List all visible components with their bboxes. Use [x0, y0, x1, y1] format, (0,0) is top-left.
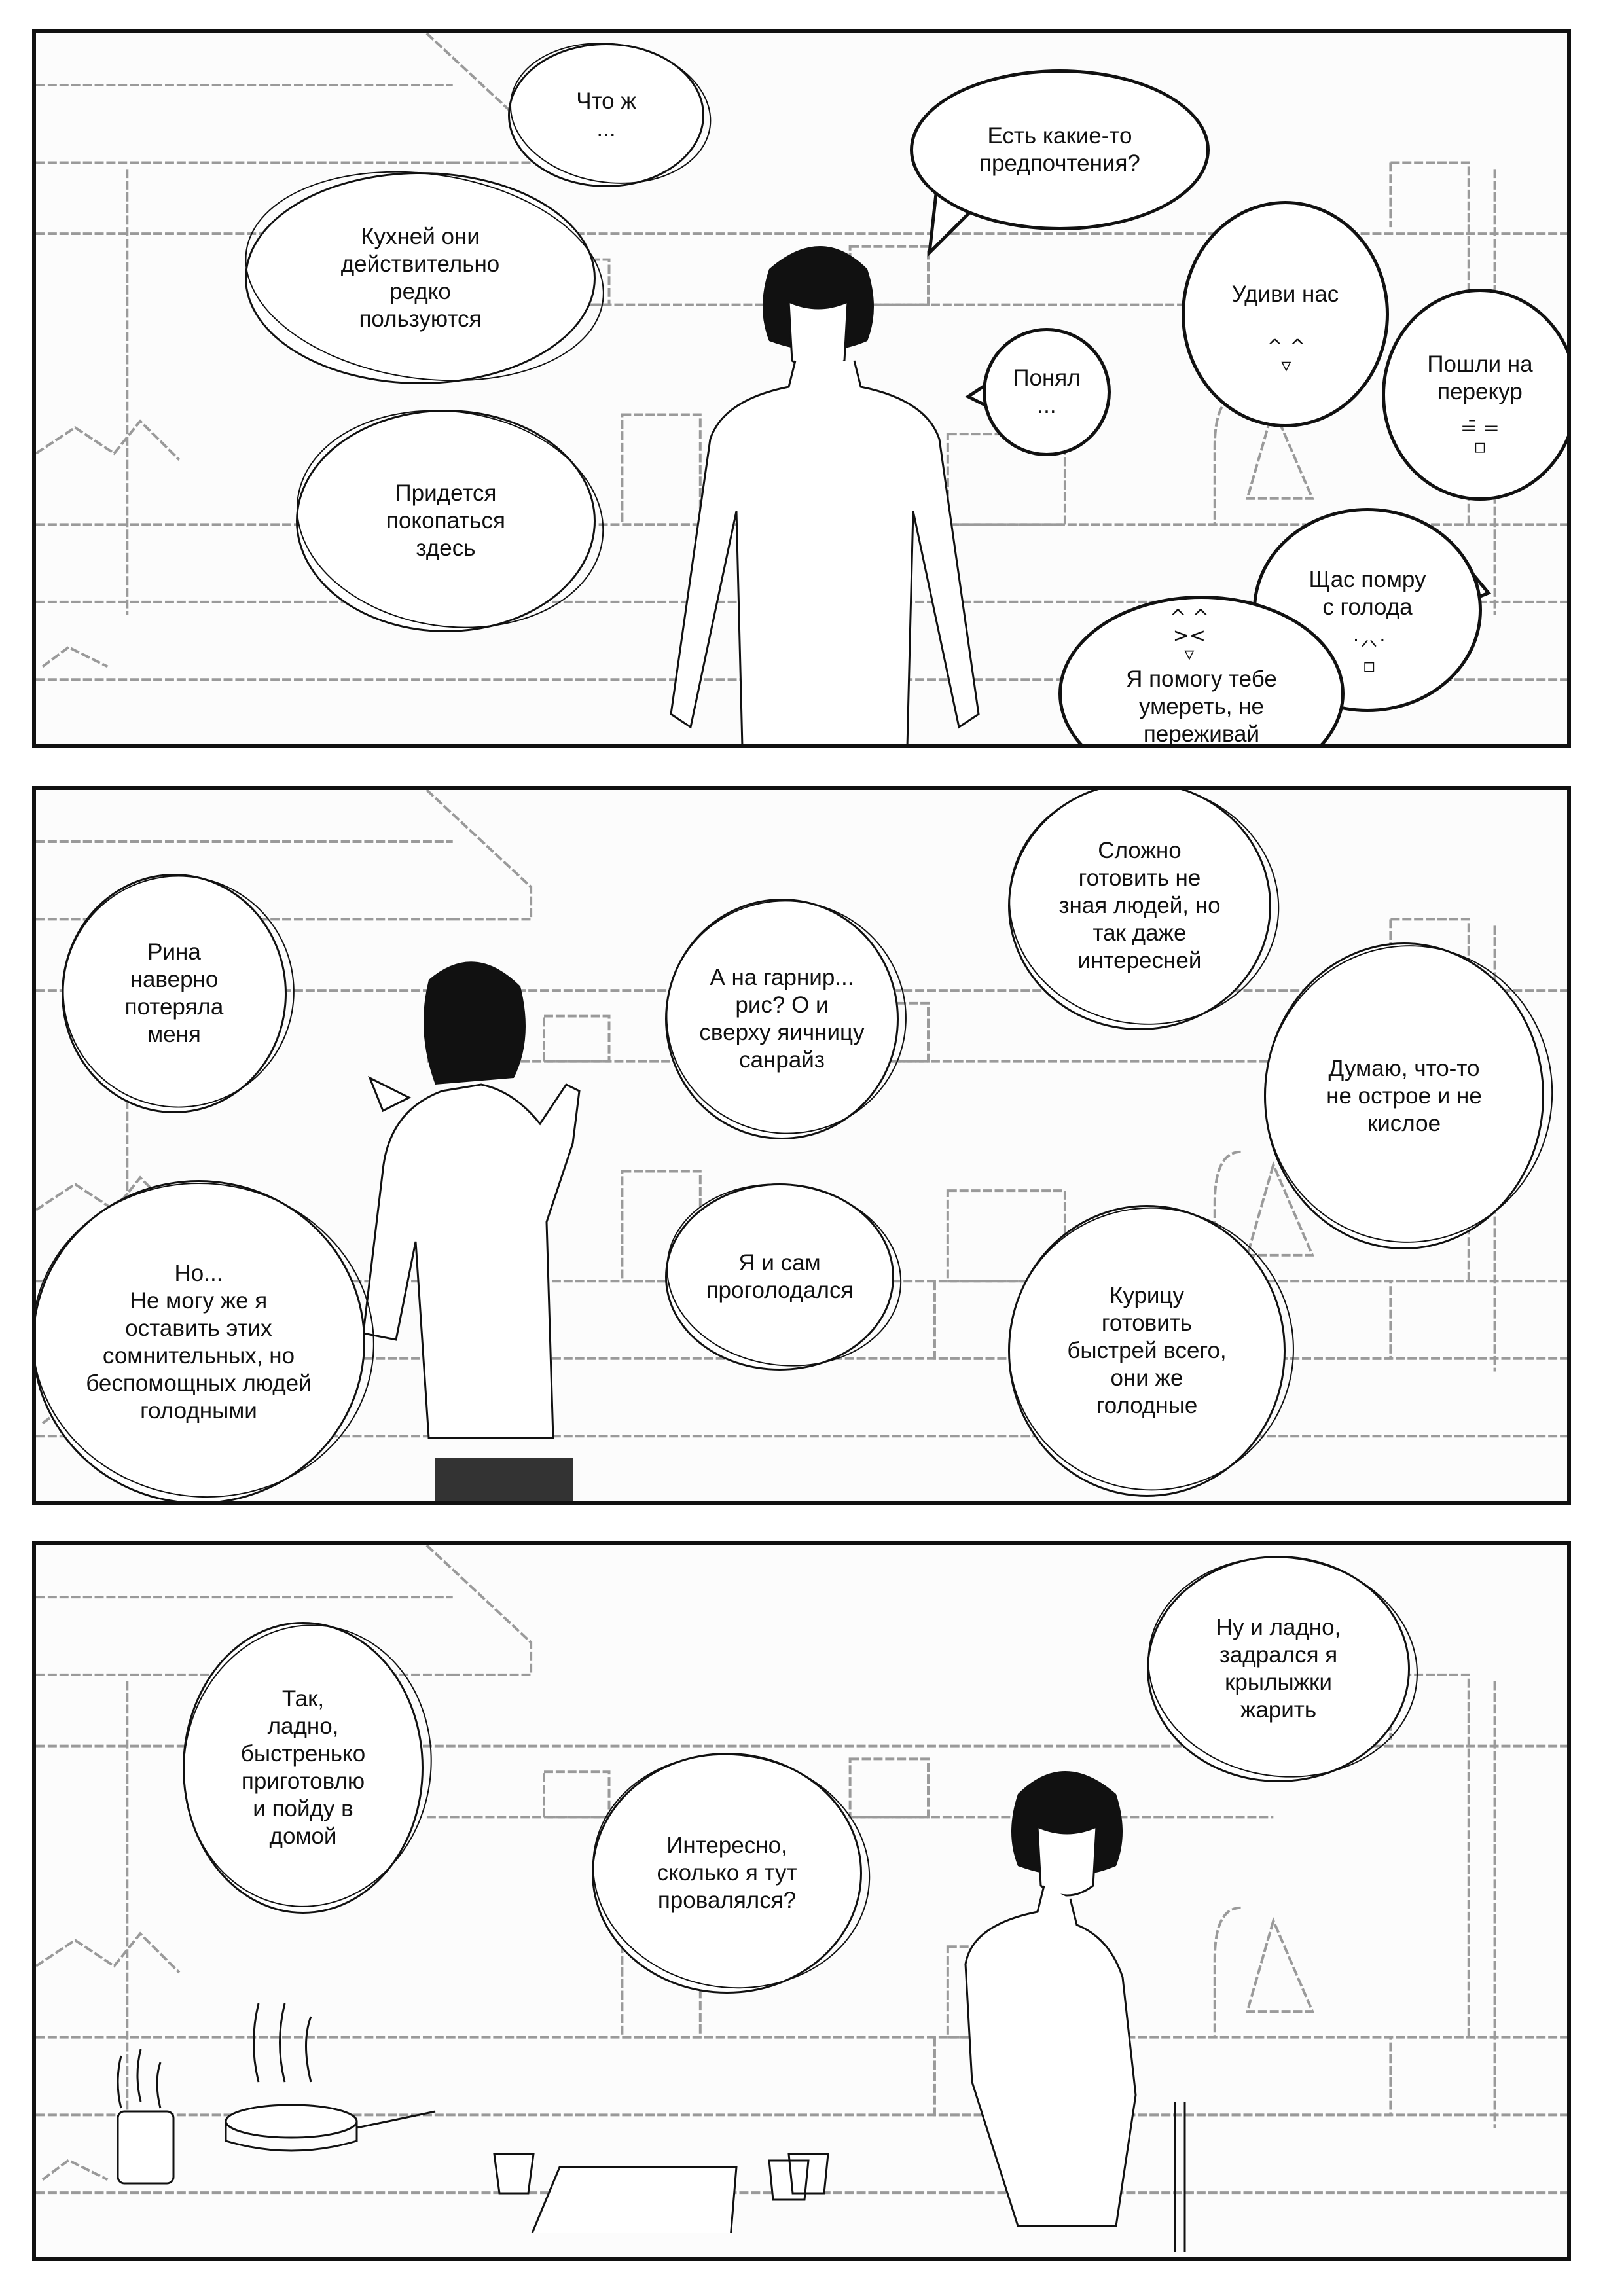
- speech-bubble: А на гарнир... рис? О и сверху яичницу с…: [651, 884, 922, 1150]
- character-back-view: [362, 961, 581, 1501]
- bubble-text: Так, ладно, быстренько приготовлю и пойд…: [240, 1686, 366, 1849]
- character-cooking: [964, 1771, 1186, 2252]
- speech-bubble: Есть какие-то предпочтения?: [910, 69, 1210, 257]
- kitchen-background: [36, 1545, 1567, 2195]
- bubble-text: Кухней они действительно редко пользуютс…: [340, 224, 500, 332]
- speech-bubble: Кухней они действительно редко пользуютс…: [231, 149, 618, 404]
- panel-1: Что ж ... Кухней они действительно редко…: [32, 29, 1571, 748]
- annoyed-face-icon: =̄ =▫: [1460, 417, 1500, 458]
- bubble-text: Рина наверно потеряла меня: [124, 939, 224, 1047]
- cooking-props: [117, 2003, 829, 2233]
- speech-bubble: Ну и ладно, задрался я крылыжки жарить: [1133, 1545, 1433, 1795]
- bubble-text: Но... Не могу же я оставить этих сомните…: [86, 1260, 312, 1424]
- bubble-text: Интересно, сколько я тут провалялся?: [657, 1833, 797, 1913]
- bubble-text: Ну и ладно, задрался я крылыжки жарить: [1216, 1615, 1341, 1723]
- speech-bubble: Удиви нас ^ ^▿: [1182, 201, 1389, 427]
- bubble-text: Щас помру с голода: [1309, 567, 1426, 620]
- speech-bubble: Интересно, сколько я тут провалялся?: [577, 1736, 886, 2007]
- bubble-text: Что ж ...: [576, 88, 636, 141]
- speech-bubble: Так, ладно, быстренько приготовлю и пойд…: [164, 1608, 450, 1924]
- bubble-text: Удиви нас: [1231, 281, 1339, 307]
- speech-bubble: Курицу готовить быстрей всего, они же го…: [990, 1189, 1312, 1501]
- bubble-text: Есть какие-то предпочтения?: [979, 123, 1140, 176]
- bubble-text: Придется покопаться здесь: [386, 480, 505, 561]
- panel-3: Так, ладно, быстренько приготовлю и пойд…: [32, 1541, 1571, 2261]
- bubble-text: А на гарнир... рис? О и сверху яичницу с…: [699, 965, 865, 1073]
- crying-face-icon: ˙ᐟᐠ˙▫: [1351, 636, 1388, 677]
- speech-bubble: Сложно готовить не зная людей, но так да…: [992, 790, 1295, 1043]
- bubble-text: Я и сам проголодался: [706, 1250, 854, 1303]
- speech-bubble: Я и сам проголодался: [654, 1168, 914, 1382]
- bubble-text: Курицу готовить быстрей всего, они же го…: [1067, 1283, 1227, 1418]
- speech-bubble: Понял ...: [965, 328, 1111, 456]
- speech-bubble: Что ж ...: [500, 33, 721, 197]
- bubble-text: Сложно готовить не зная людей, но так да…: [1058, 838, 1221, 973]
- speech-bubble: Но... Не могу же я оставить этих сомните…: [36, 1160, 395, 1501]
- bubble-text: Я помогу тебе умереть, не переживай: [1126, 666, 1277, 747]
- happy-face-icon: ^ ^▿: [1267, 336, 1306, 377]
- smug-face-icon: ^ ^><▿: [1170, 606, 1209, 666]
- character-facing-front: [670, 246, 980, 744]
- speech-bubble: Я помогу тебе умереть, не переживай^ ^><…: [1058, 596, 1345, 747]
- speech-bubble: Придется покопаться здесь: [282, 390, 619, 648]
- speech-bubble: Пошли на перекур =̄ =▫: [1382, 289, 1567, 501]
- speech-bubble: Думаю, что-то не острое и не кислое: [1244, 926, 1567, 1262]
- bubble-text: Думаю, что-то не острое и не кислое: [1326, 1055, 1482, 1136]
- bubble-text: Пошли на перекур: [1427, 351, 1533, 404]
- panel-2: Рина наверно потеряла меня Но... Не могу…: [32, 786, 1571, 1505]
- bubble-text: Понял ...: [1013, 365, 1081, 418]
- speech-bubble: Рина наверно потеряла меня: [47, 860, 310, 1123]
